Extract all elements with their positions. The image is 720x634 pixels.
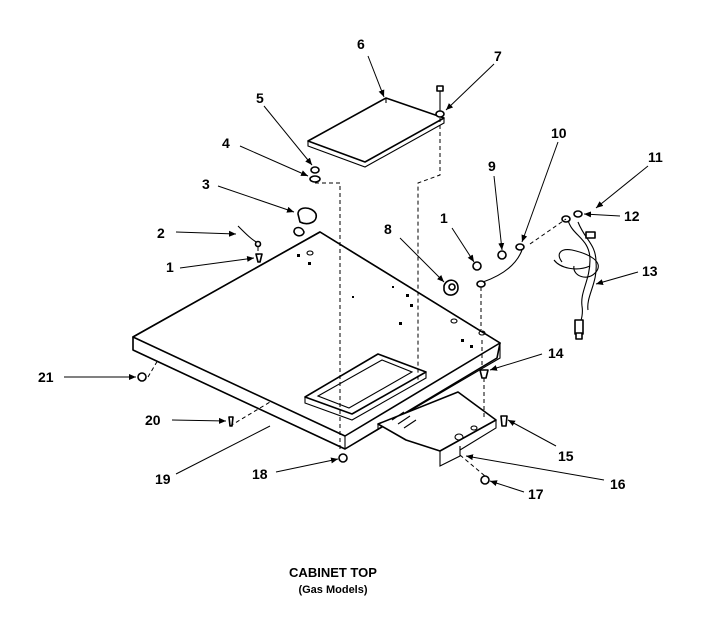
callout-12: 12	[624, 208, 640, 224]
callout-10: 10	[551, 125, 567, 141]
callout-14: 14	[548, 345, 564, 361]
callout-7: 7	[494, 48, 502, 64]
callout-16: 16	[610, 476, 626, 492]
cabinet-top-panel	[132, 231, 501, 450]
small-parts	[137, 85, 583, 485]
callout-13: 13	[642, 263, 658, 279]
leader-lines	[64, 55, 649, 493]
callout-17: 17	[528, 486, 544, 502]
bottom-bracket	[377, 391, 497, 467]
callout-3: 3	[202, 176, 210, 192]
callout-labels: 6 7 5 4 3 2 1 8 1 9 10 11 12 13 14 21 20…	[38, 36, 663, 502]
callout-6: 6	[357, 36, 365, 52]
callout-8: 8	[384, 221, 392, 237]
diagram-title: CABINET TOP	[289, 565, 377, 580]
callout-15: 15	[558, 448, 574, 464]
assembly-lines	[147, 118, 567, 477]
callout-1-right: 1	[440, 210, 448, 226]
callout-20: 20	[145, 412, 161, 428]
callout-19: 19	[155, 471, 171, 487]
cover-plate	[307, 97, 445, 168]
power-cord	[553, 219, 599, 340]
diagram-subtitle: (Gas Models)	[298, 584, 367, 596]
callout-18: 18	[252, 466, 268, 482]
callout-21: 21	[38, 369, 54, 385]
callout-2: 2	[157, 225, 165, 241]
callout-4: 4	[222, 135, 230, 151]
callout-5: 5	[256, 90, 264, 106]
callout-11: 11	[648, 149, 663, 165]
callout-9: 9	[488, 158, 496, 174]
callout-1-left: 1	[166, 259, 174, 275]
